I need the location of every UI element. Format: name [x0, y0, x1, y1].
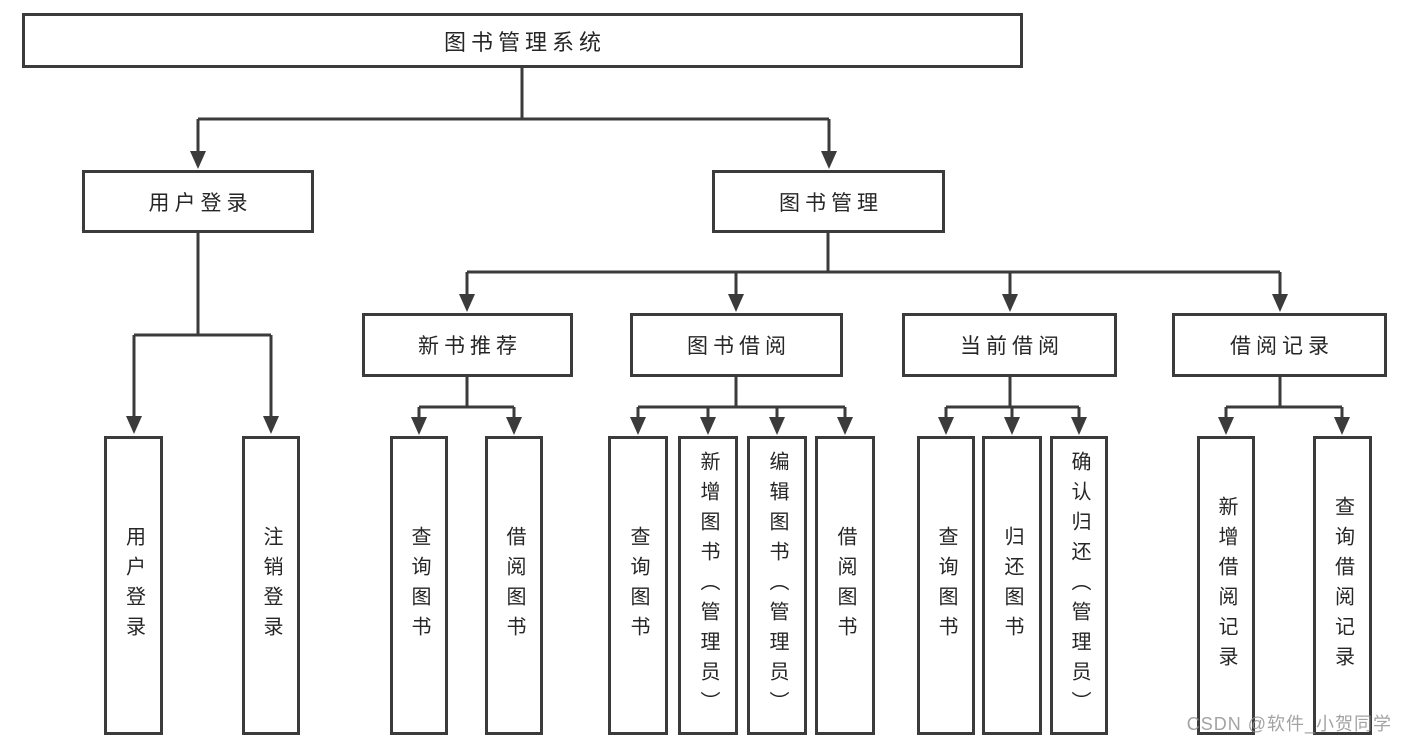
leaf-label: 查询图书	[935, 525, 957, 646]
leaf-label: 查询借阅记录	[1331, 495, 1354, 676]
leaf-return-books: 归还图书	[982, 436, 1042, 735]
leaf-label: 查询图书	[408, 525, 430, 646]
leaf-label: 注销登录	[260, 525, 282, 646]
arrow-down-icon	[411, 417, 427, 435]
arrow-down-icon	[506, 417, 522, 435]
connector-book-management-to-level3	[465, 233, 1282, 297]
connector-borrow-records-to-leaves	[1224, 377, 1344, 421]
leaf-borrow-books-recommend: 借阅图书	[485, 436, 543, 735]
arrow-down-icon	[1334, 417, 1350, 435]
node-label: 用户登录	[148, 191, 253, 215]
node-borrow-records: 借阅记录	[1172, 313, 1387, 377]
csdn-watermark: CSDN @软件_小贺同学	[1186, 714, 1392, 734]
arrow-down-icon	[1272, 294, 1288, 312]
connector-current-borrow-to-leaves	[944, 377, 1081, 421]
node-user-login: 用户登录	[82, 170, 314, 233]
node-book-management: 图书管理	[712, 170, 945, 233]
leaf-borrow-books: 借阅图书	[815, 436, 875, 735]
connector-root-to-level2	[196, 68, 831, 153]
arrow-down-icon	[700, 417, 716, 435]
node-new-book-recommend: 新书推荐	[362, 313, 573, 377]
node-label: 图书借阅	[687, 335, 791, 358]
connector-book-borrow-to-leaves	[636, 377, 847, 421]
connector-user-login-to-leaves	[132, 233, 273, 419]
arrow-down-icon	[630, 417, 646, 435]
leaf-query-books-borrow: 查询图书	[608, 436, 668, 735]
node-label: 当前借阅	[960, 335, 1064, 358]
node-current-borrow: 当前借阅	[902, 313, 1117, 377]
leaf-label: 新增借阅记录	[1215, 495, 1237, 676]
arrow-down-icon	[938, 417, 954, 435]
arrow-down-icon	[821, 151, 837, 169]
arrow-down-icon	[190, 151, 206, 169]
leaf-label: 借阅图书	[834, 525, 856, 646]
arrow-down-icon	[1004, 417, 1020, 435]
arrowheads	[126, 151, 1350, 435]
leaf-user-login: 用户登录	[104, 436, 163, 735]
arrow-down-icon	[459, 294, 475, 312]
leaf-label: 新增图书（管理员）	[697, 450, 719, 721]
leaf-label: 归还图书	[1001, 525, 1023, 646]
arrow-down-icon	[728, 294, 744, 312]
leaf-add-borrow-record: 新增借阅记录	[1197, 436, 1255, 735]
leaf-label: 编辑图书（管理员）	[766, 450, 788, 721]
node-label: 借阅记录	[1230, 335, 1334, 358]
arrow-down-icon	[263, 416, 279, 434]
node-label: 图书管理	[779, 191, 883, 215]
leaf-edit-books-admin: 编辑图书（管理员）	[747, 436, 807, 735]
leaf-query-books-current: 查询图书	[917, 436, 975, 735]
leaf-label: 确认归还（管理员）	[1068, 450, 1090, 721]
leaf-label: 查询图书	[627, 525, 649, 646]
arrow-down-icon	[769, 417, 785, 435]
node-book-borrow: 图书借阅	[630, 313, 843, 377]
arrow-down-icon	[1071, 417, 1087, 435]
leaf-query-books-recommend: 查询图书	[390, 436, 448, 735]
node-label: 图书管理系统	[443, 29, 606, 55]
node-label: 新书推荐	[418, 335, 522, 358]
arrow-down-icon	[1002, 294, 1018, 312]
arrow-down-icon	[126, 416, 142, 434]
arrow-down-icon	[837, 417, 853, 435]
leaf-label: 借阅图书	[503, 525, 525, 646]
leaf-logout-login: 注销登录	[242, 436, 300, 735]
leaf-label: 用户登录	[122, 525, 145, 646]
node-library-management-system: 图书管理系统	[22, 13, 1023, 68]
arrow-down-icon	[1218, 417, 1234, 435]
connector-new-book-recommend-to-leaves	[417, 377, 516, 421]
leaf-add-books-admin: 新增图书（管理员）	[678, 436, 738, 735]
leaf-confirm-return-admin: 确认归还（管理员）	[1050, 436, 1108, 735]
leaf-query-borrow-record: 查询借阅记录	[1313, 436, 1372, 735]
